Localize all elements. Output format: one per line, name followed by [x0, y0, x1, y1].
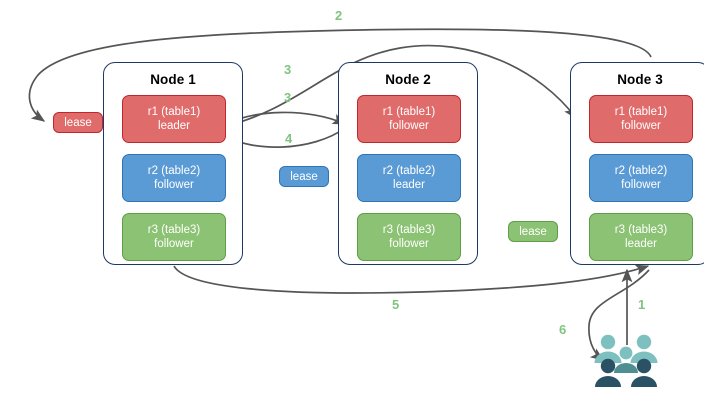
lease-label: lease — [519, 225, 547, 238]
replica-role: follower — [154, 238, 194, 250]
node-box-node2: Node 2 r1 (table1) follower r2 (table2) … — [338, 62, 478, 265]
replica-name: r1 (table1) — [382, 106, 436, 118]
replica-node1-r1[interactable]: r1 (table1) leader — [122, 95, 226, 143]
replica-name: r3 (table3) — [614, 224, 668, 236]
replica-role: follower — [621, 120, 661, 132]
edge-step-6 — [588, 269, 650, 361]
edge-step-5 — [173, 264, 650, 294]
replica-node2-r3[interactable]: r3 (table3) follower — [357, 213, 461, 261]
replica-name: r3 (table3) — [382, 224, 436, 236]
lease-label: lease — [64, 116, 92, 129]
replica-node2-r2[interactable]: r2 (table2) leader — [357, 154, 461, 202]
lease-badge-r2[interactable]: lease — [279, 166, 329, 187]
step-label-6: 6 — [559, 322, 567, 337]
replica-name: r2 (table2) — [382, 165, 436, 177]
replica-name: r2 (table2) — [614, 165, 668, 177]
replica-name: r1 (table1) — [614, 106, 668, 118]
replica-role: follower — [389, 120, 429, 132]
node-title-node3: Node 3 — [617, 72, 663, 87]
node-box-node3: Node 3 r1 (table1) follower r2 (table2) … — [570, 62, 704, 265]
step-label-3-lower: 3 — [284, 90, 292, 105]
replica-node3-r2[interactable]: r2 (table2) follower — [589, 154, 693, 202]
edge-step-3-node3 — [217, 44, 577, 129]
edge-step-2 — [28, 28, 652, 122]
people-icon — [592, 333, 660, 389]
replica-node3-r3[interactable]: r3 (table3) leader — [589, 213, 693, 261]
replica-role: follower — [621, 179, 661, 191]
replica-name: r2 (table2) — [147, 165, 201, 177]
step-label-4: 4 — [285, 131, 293, 146]
lease-label: lease — [290, 170, 318, 183]
node-title-node2: Node 2 — [385, 72, 431, 87]
replica-role: leader — [158, 120, 190, 132]
lease-badge-r3[interactable]: lease — [508, 221, 558, 242]
node-title-node1: Node 1 — [150, 72, 196, 87]
node-box-node1: Node 1 r1 (table1) leader r2 (table2) fo… — [103, 62, 243, 265]
step-label-5: 5 — [392, 297, 400, 312]
replica-role: follower — [154, 179, 194, 191]
replica-node1-r2[interactable]: r2 (table2) follower — [122, 154, 226, 202]
replica-node1-r3[interactable]: r3 (table3) follower — [122, 213, 226, 261]
step-label-3-upper: 3 — [284, 62, 292, 77]
step-label-1: 1 — [638, 297, 646, 312]
lease-badge-r1[interactable]: lease — [53, 112, 103, 133]
replica-name: r3 (table3) — [147, 224, 201, 236]
replica-role: leader — [393, 179, 425, 191]
replica-role: leader — [625, 238, 657, 250]
step-label-2: 2 — [335, 8, 343, 23]
replica-role: follower — [389, 238, 429, 250]
replica-name: r1 (table1) — [147, 106, 201, 118]
replica-node3-r1[interactable]: r1 (table1) follower — [589, 95, 693, 143]
replica-node2-r1[interactable]: r1 (table1) follower — [357, 95, 461, 143]
